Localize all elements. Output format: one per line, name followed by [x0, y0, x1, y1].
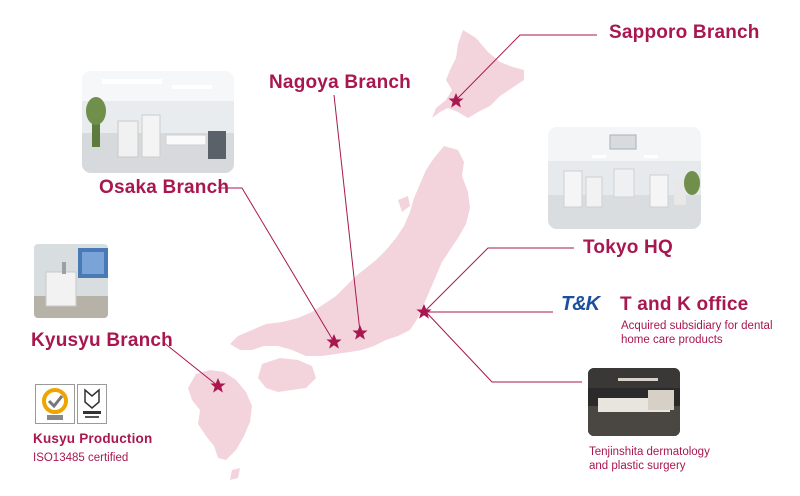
tk-logo: T&K: [561, 293, 600, 315]
island-shape: [398, 196, 410, 212]
nagoya-star-icon: [352, 325, 368, 340]
tenjinshita-leader-line: [425, 311, 582, 383]
hokkaido-shape: [432, 30, 524, 118]
kyushu-shape: [188, 370, 252, 460]
production-cert: ISO13485 certified: [33, 452, 129, 464]
tenjinshita-line2: and plastic surgery: [589, 460, 686, 472]
ukas-certification-logo: [77, 384, 107, 424]
tokyo-leader-line: [423, 247, 574, 313]
osaka-branch-label: Osaka Branch: [99, 177, 230, 198]
production-title: Kusyu Production: [33, 431, 153, 446]
kyusyu-branch-photo: [34, 244, 108, 318]
osaka-branch-photo: [82, 71, 234, 173]
tenjinshita-clinic-photo: [588, 368, 680, 436]
sgs-certification-logo: [35, 384, 75, 424]
honshu-shape: [230, 146, 470, 356]
tokyo-hq-photo: [548, 127, 701, 229]
nagoya-branch-label: Nagoya Branch: [269, 72, 411, 93]
tokyo-star-icon: [416, 304, 432, 319]
sapporo-star-icon: [448, 93, 464, 108]
tk-office-desc-line2: home care products: [621, 334, 723, 346]
sapporo-branch-label: Sapporo Branch: [609, 22, 760, 43]
kyusyu-star-icon: [210, 378, 226, 393]
tokyo-hq-label: Tokyo HQ: [583, 237, 673, 258]
tk-office-title: T and K office: [620, 294, 749, 315]
osaka-star-icon: [326, 334, 342, 349]
osaka-leader-line: [218, 187, 335, 343]
kyusyu-branch-label: Kyusyu Branch: [31, 330, 173, 351]
shikoku-shape: [258, 358, 316, 392]
tenjinshita-line1: Tenjinshita dermatology: [589, 446, 710, 458]
sapporo-leader-line: [455, 34, 597, 101]
small-island-shape: [230, 468, 240, 480]
tk-office-desc-line1: Acquired subsidiary for dental: [621, 320, 773, 332]
kyusyu-leader-line: [162, 341, 219, 387]
nagoya-leader-line: [333, 94, 361, 333]
